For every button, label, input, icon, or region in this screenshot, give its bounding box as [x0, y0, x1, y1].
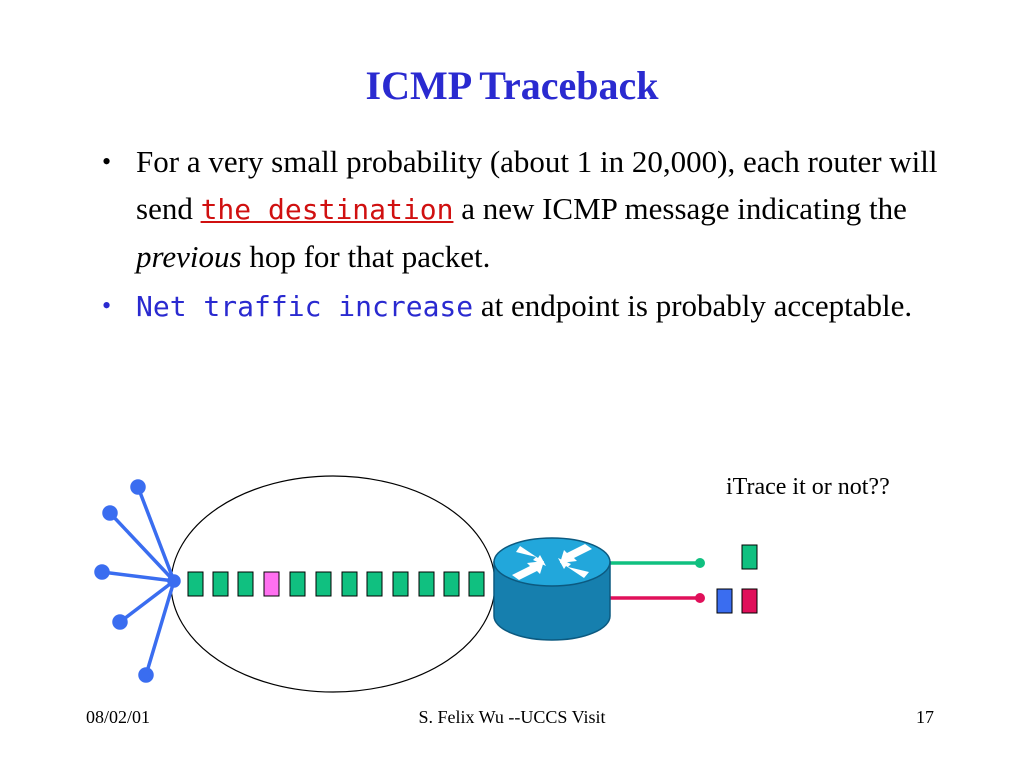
bullet-text: at endpoint is probably acceptable.	[473, 288, 913, 323]
source-node	[130, 479, 146, 495]
source-hub	[167, 574, 181, 588]
bullet-text: hop for that packet.	[241, 239, 491, 274]
source-link	[144, 580, 176, 676]
source-node	[102, 505, 118, 521]
bullet-list: • For a very small probability (about 1 i…	[100, 138, 960, 330]
packet-queue	[187, 571, 485, 597]
router-icon	[493, 537, 611, 641]
packet	[315, 571, 332, 597]
packet-traced	[741, 588, 758, 614]
italic-previous: previous	[136, 239, 242, 274]
bullet-marker: •	[102, 147, 112, 176]
packet	[289, 571, 306, 597]
source-link	[136, 486, 176, 582]
bullet-marker: •	[102, 291, 112, 320]
bullet-item: • Net traffic increase at endpoint is pro…	[100, 282, 960, 330]
packet	[468, 571, 485, 597]
highlight-destination: the destination	[200, 193, 454, 226]
bullet-text: a new ICMP message indicating the	[453, 191, 907, 226]
packet	[187, 571, 204, 597]
itrace-caption: iTrace it or not??	[726, 474, 890, 500]
highlight-net-traffic: Net traffic increase	[136, 290, 474, 323]
output-links	[595, 558, 705, 603]
packet	[237, 571, 254, 597]
footer-author: S. Felix Wu --UCCS Visit	[418, 707, 606, 727]
packet	[366, 571, 383, 597]
packet-marked	[263, 571, 280, 597]
slide-title: ICMP Traceback	[365, 63, 659, 108]
footer-date: 08/02/01	[86, 707, 151, 727]
source-node	[138, 667, 154, 683]
packet	[212, 571, 229, 597]
green-link-end	[695, 558, 705, 568]
source-links	[94, 479, 181, 683]
red-link-end	[695, 593, 705, 603]
footer-page-number: 17	[916, 707, 934, 727]
packet	[443, 571, 460, 597]
source-link	[118, 579, 176, 624]
destination-packets	[716, 544, 758, 614]
bullet-item: • For a very small probability (about 1 i…	[100, 138, 960, 280]
source-link	[108, 511, 176, 583]
source-link	[101, 570, 175, 583]
packet	[741, 544, 758, 570]
packet-icmp	[716, 588, 733, 614]
bullet-text: For a very small probability (about 1 in…	[136, 144, 938, 226]
packet	[418, 571, 435, 597]
packet	[392, 571, 409, 597]
source-node	[112, 614, 128, 630]
packet	[341, 571, 358, 597]
source-node	[94, 564, 110, 580]
